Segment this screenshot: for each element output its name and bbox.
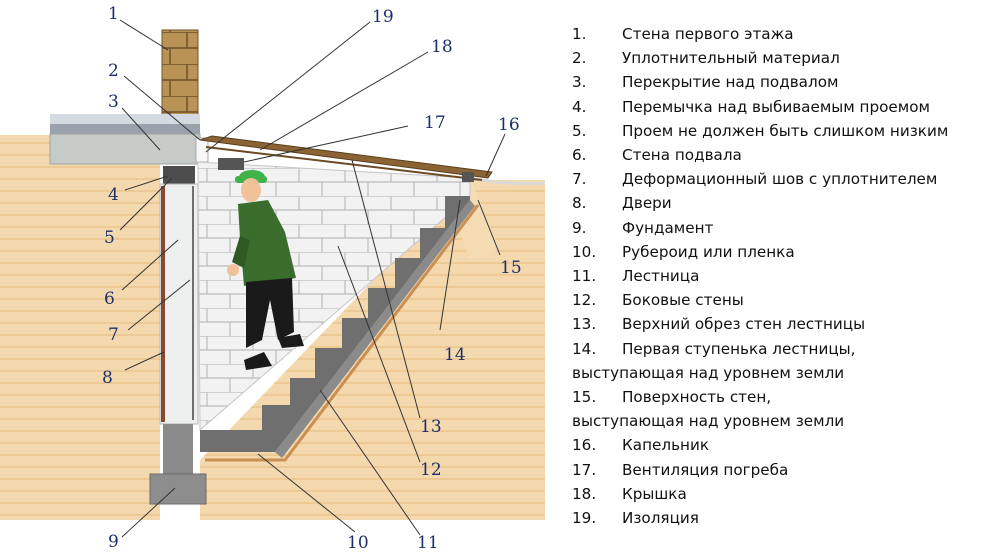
insulation-layer	[205, 204, 480, 462]
legend-item: 15. Поверхность стен, выступающая над уров…	[572, 385, 992, 433]
legend-item: 16. Капельник	[572, 433, 992, 457]
legend-number: 18.	[572, 484, 597, 503]
legend-item: 9. Фундамент	[572, 216, 992, 240]
legend-number: 8.	[572, 194, 587, 213]
legend-number: 17.	[572, 460, 597, 479]
legend-text: Перемычка над выбиваемым проемом	[622, 97, 930, 116]
legend-number: 6.	[572, 146, 587, 165]
legend-number: 16.	[572, 436, 597, 455]
legend-text: Деформационный шов с уплотнителем	[622, 170, 938, 189]
legend-item: 7. Деформационный шов с уплотнителем	[572, 167, 992, 191]
legend-number: 19.	[572, 509, 597, 528]
legend-text-continued: выступающая над уровнем земли	[572, 363, 845, 382]
legend-item: 10. Рубероид или пленка	[572, 240, 992, 264]
legend-item: 17. Вентиляция погреба	[572, 458, 992, 482]
legend-text-continued: выступающая над уровнем земли	[572, 412, 845, 431]
legend-text: Уплотнительный материал	[622, 49, 840, 68]
lintel	[163, 166, 195, 184]
legend-text: Стена первого этажа	[622, 25, 794, 43]
legend-text: Перекрытие над подвалом	[622, 73, 839, 92]
callout-15: 15	[500, 258, 522, 278]
callout-6: 6	[104, 289, 115, 309]
legend-text: Фундамент	[622, 218, 714, 237]
legend-number: 4.	[572, 97, 587, 116]
legend-number: 14.	[572, 339, 597, 358]
legend-text: Рубероид или пленка	[622, 242, 795, 261]
legend-item: 2. Уплотнительный материал	[572, 46, 992, 70]
legend-text: Изоляция	[622, 509, 699, 528]
callout-4: 4	[108, 185, 119, 205]
legend-text: Крышка	[622, 484, 687, 503]
callout-10: 10	[347, 533, 369, 553]
legend-item: 19. Изоляция	[572, 506, 992, 530]
legend-item: 4. Перемычка над выбиваемым проемом	[572, 95, 992, 119]
drip-edge	[462, 172, 474, 182]
callout-12: 12	[420, 460, 442, 480]
legend-text: Боковые стены	[622, 291, 744, 310]
callout-1: 1	[108, 4, 119, 24]
ventilation-grille	[218, 158, 244, 170]
stairs-edge	[275, 200, 475, 458]
leader-lines	[119, 19, 506, 538]
legend-list: 1. Стена первого этажа 2. Уплотнительный м…	[572, 22, 992, 530]
foundation	[149, 424, 207, 505]
legend-text: Вентиляция погреба	[622, 460, 789, 479]
legend-text: Двери	[622, 194, 672, 213]
legend-item: 5. Проем не должен быть слишком низким	[572, 119, 992, 143]
legend-number: 13.	[572, 315, 597, 334]
callout-19: 19	[372, 7, 394, 27]
legend-item: 11. Лестница	[572, 264, 992, 288]
legend-number: 7.	[572, 170, 587, 189]
legend-number: 12.	[572, 291, 597, 310]
sealing-material	[195, 137, 209, 163]
callout-13: 13	[420, 417, 442, 437]
callout-18: 18	[431, 37, 453, 57]
legend-number: 11.	[572, 267, 597, 286]
legend-number: 2.	[572, 49, 587, 68]
legend-number: 9.	[572, 218, 587, 237]
cellar-cover	[199, 135, 493, 181]
legend-item: 1. Стена первого этажа	[572, 22, 992, 46]
legend-text: Капельник	[622, 436, 709, 455]
legend-text: Стена подвала	[622, 146, 742, 165]
legend-text: Первая ступенька лестницы,	[622, 339, 856, 358]
legend-text: Верхний обрез стен лестницы	[622, 315, 866, 334]
legend-item: 13. Верхний обрез стен лестницы	[572, 312, 992, 336]
legend-number: 5.	[572, 121, 587, 140]
callout-3: 3	[108, 92, 119, 112]
callout-9: 9	[108, 532, 119, 552]
callout-7: 7	[108, 325, 119, 345]
callout-17: 17	[424, 113, 446, 133]
callout-2: 2	[108, 61, 119, 81]
callout-8: 8	[102, 368, 113, 388]
legend-item: 12. Боковые стены	[572, 288, 992, 312]
legend-number: 15.	[572, 388, 597, 407]
person-figure	[227, 170, 304, 370]
legend-item: 14. Первая ступенька лестницы, выступающая…	[572, 337, 992, 385]
legend-number: 1.	[572, 25, 587, 43]
callout-16: 16	[498, 115, 520, 135]
legend-number: 10.	[572, 242, 597, 261]
cellar-entrance-diagram: 1 2 3 4 5 6 7 8 9 10 11 12 13 14 15 16 1…	[0, 4, 546, 553]
callout-14: 14	[444, 345, 466, 365]
legend-text: Лестница	[622, 267, 700, 286]
legend-item: 6. Стена подвала	[572, 143, 992, 167]
legend-text: Проем не должен быть слишком низким	[622, 121, 949, 140]
callout-5: 5	[104, 228, 115, 248]
legend-item: 18. Крышка	[572, 482, 992, 506]
legend-text: Поверхность стен,	[622, 388, 772, 407]
legend-item: 3. Перекрытие над подвалом	[572, 70, 992, 94]
legend-number: 3.	[572, 73, 587, 92]
legend-item: 8. Двери	[572, 191, 992, 215]
callout-11: 11	[417, 533, 439, 553]
